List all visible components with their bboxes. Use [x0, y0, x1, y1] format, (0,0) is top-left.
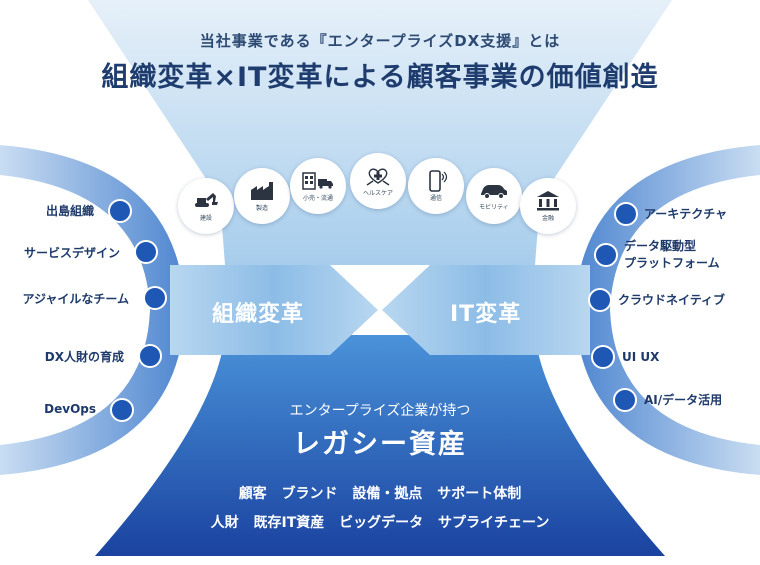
store-truck-icon — [302, 172, 333, 190]
industry-label: 製造 — [255, 205, 268, 212]
industry-construction: 建設 — [178, 178, 234, 234]
industry-mobility: モビリティ — [466, 168, 522, 224]
cross-band-left — [170, 265, 378, 355]
industry-label: 小売・流通 — [302, 195, 333, 202]
left-dot — [138, 344, 162, 368]
header-subtitle: 当社事業である『エンタープライズDX支援』とは — [199, 32, 561, 50]
industry-label: モビリティ — [479, 204, 509, 211]
left-item: アジャイルなチーム — [22, 292, 129, 306]
header-title: 組織変革×IT変革による顧客事業の価値創造 — [101, 62, 659, 93]
left-item: DevOps — [44, 402, 96, 416]
left-item: 出島組織 — [45, 204, 94, 218]
industry-label: 金融 — [541, 215, 554, 222]
legacy-assets-row-1: 顧客 ブランド 設備・拠点 サポート体制 — [238, 486, 522, 502]
smartphone-icon — [429, 170, 448, 192]
org-transformation-label: 組織変革 — [212, 302, 305, 327]
healthcare-icon — [366, 168, 390, 186]
industry-manufacturing: 製造 — [234, 168, 290, 224]
right-item: UI UX — [622, 349, 659, 366]
right-item-line: アーキテクチャ — [644, 207, 728, 221]
right-item-line: クラウドネイティブ — [618, 293, 726, 307]
right-item: AI/データ活用 — [644, 392, 722, 409]
factory-icon — [251, 182, 273, 200]
right-item: アーキテクチャ — [644, 206, 727, 223]
legacy-title: レガシー資産 — [293, 429, 467, 460]
excavator-icon — [195, 193, 218, 207]
right-item-line: データ駆動型 — [624, 239, 697, 253]
left-dot — [108, 199, 132, 223]
right-dot — [614, 202, 638, 226]
industry-retail: 小売・流通 — [290, 158, 346, 214]
left-arc-band — [0, 145, 185, 475]
industry-label: 建設 — [199, 215, 212, 222]
right-item: データ駆動型 プラットフォーム — [624, 238, 720, 272]
left-dot — [110, 398, 134, 422]
cross-band-right — [382, 265, 590, 355]
right-dot — [588, 288, 612, 312]
right-item-line: プラットフォーム — [624, 256, 720, 270]
right-dot — [594, 243, 618, 267]
industry-telecom: 通信 — [408, 158, 464, 214]
right-item: クラウドネイティブ — [618, 292, 725, 309]
right-dot — [591, 345, 615, 369]
legacy-subtitle: エンタープライズ企業が持つ — [289, 403, 471, 419]
car-icon — [481, 185, 507, 199]
left-item: サービスデザイン — [23, 246, 120, 260]
left-dot — [134, 240, 158, 264]
it-transformation-label: IT変革 — [450, 302, 522, 327]
right-item-line: UI UX — [622, 350, 660, 364]
industry-label: 通信 — [429, 195, 442, 202]
legacy-assets-row-2: 人財 既存IT資産 ビッグデータ サプライチェーン — [210, 515, 550, 531]
industry-label: ヘルスケア — [362, 190, 393, 197]
bank-icon — [537, 191, 559, 211]
industry-healthcare: ヘルスケア — [350, 153, 406, 209]
left-item: DX人財の育成 — [44, 350, 124, 364]
right-item-line: AI/データ活用 — [644, 393, 723, 407]
legacy-shape — [95, 335, 665, 556]
industry-finance: 金融 — [520, 178, 576, 234]
right-dot — [613, 388, 637, 412]
left-dot — [143, 286, 167, 310]
